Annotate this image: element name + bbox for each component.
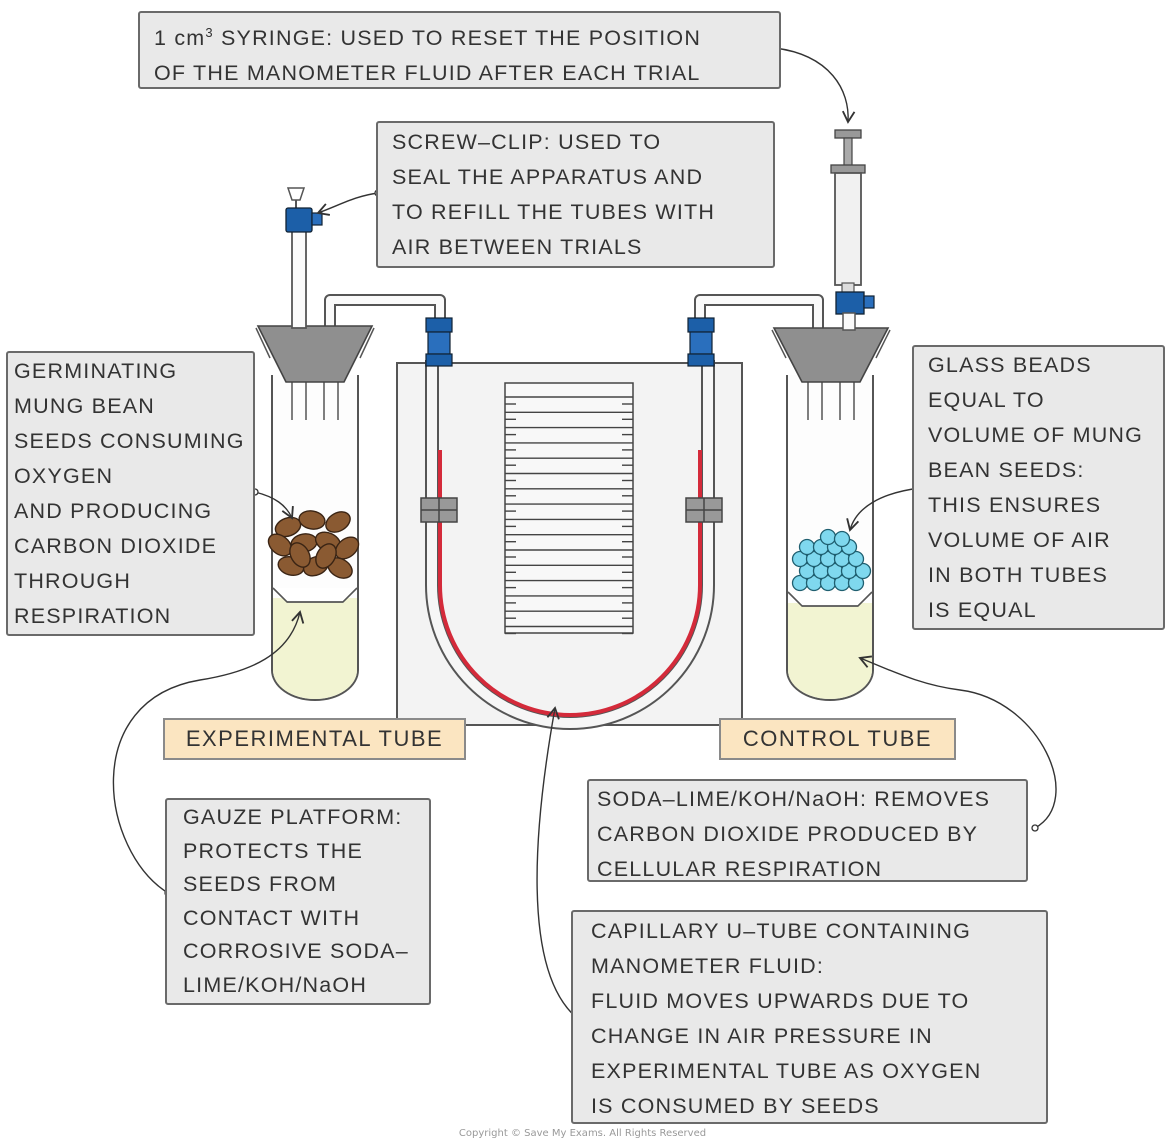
mung-bean-seed [334, 536, 360, 560]
experimental-tube [255, 187, 375, 701]
soda-lime-label: SODA–LIME/KOH/NaOH: REMOVES CARBON DIOXI… [587, 779, 1028, 882]
stopper-experimental [256, 325, 374, 383]
gauze-platform-control [787, 591, 873, 607]
screw-clip-label: SCREW–CLIP: USED TO SEAL THE APPARATUS A… [376, 121, 775, 268]
glass-bead [847, 550, 865, 568]
control-tube-tag: CONTROL TUBE [719, 718, 956, 760]
scale-board [396, 362, 743, 726]
capillary-u-tube [420, 360, 723, 730]
copyright-notice: Copyright © Save My Exams. All Rights Re… [458, 1128, 707, 1139]
mung-bean-seed [289, 542, 311, 568]
connecting-tubes [324, 294, 824, 330]
syringe [830, 129, 875, 331]
gauze-platform-experimental [272, 587, 358, 603]
stopper-control [772, 327, 890, 383]
syringe-label: 1 cm3 SYRINGE: USED TO RESET THE POSITIO… [138, 11, 781, 89]
glass-beads [791, 528, 872, 592]
u-tube-clip-right [687, 317, 715, 367]
u-tube-clip-left [425, 317, 453, 367]
seeds-label: GERMINATING MUNG BEAN SEEDS CONSUMING OX… [6, 351, 255, 636]
mung-bean-seeds [267, 510, 360, 579]
glass-bead [833, 530, 851, 548]
mung-bean-seed [325, 511, 351, 533]
screw-clip [285, 207, 313, 233]
manometer-fluid [438, 450, 702, 717]
glass-bead [854, 562, 872, 580]
soda-lime-experimental [273, 598, 357, 699]
leader-lines [112, 47, 1057, 1019]
soda-lime-control [788, 603, 872, 699]
mung-bean-seed [298, 510, 326, 530]
control-tube [771, 327, 891, 701]
capillary-u-tube-label: CAPILLARY U–TUBE CONTAINING MANOMETER FL… [571, 910, 1048, 1124]
glass-beads-label: GLASS BEADS EQUAL TO VOLUME OF MUNG BEAN… [912, 345, 1165, 630]
glass-bead [798, 538, 816, 556]
glass-bead [819, 528, 837, 546]
experimental-tube-tag: EXPERIMENTAL TUBE [163, 718, 466, 760]
gauze-platform-label: GAUZE PLATFORM: PROTECTS THE SEEDS FROM … [165, 798, 431, 1005]
glass-bead [847, 574, 865, 592]
mung-bean-seed [315, 543, 337, 569]
